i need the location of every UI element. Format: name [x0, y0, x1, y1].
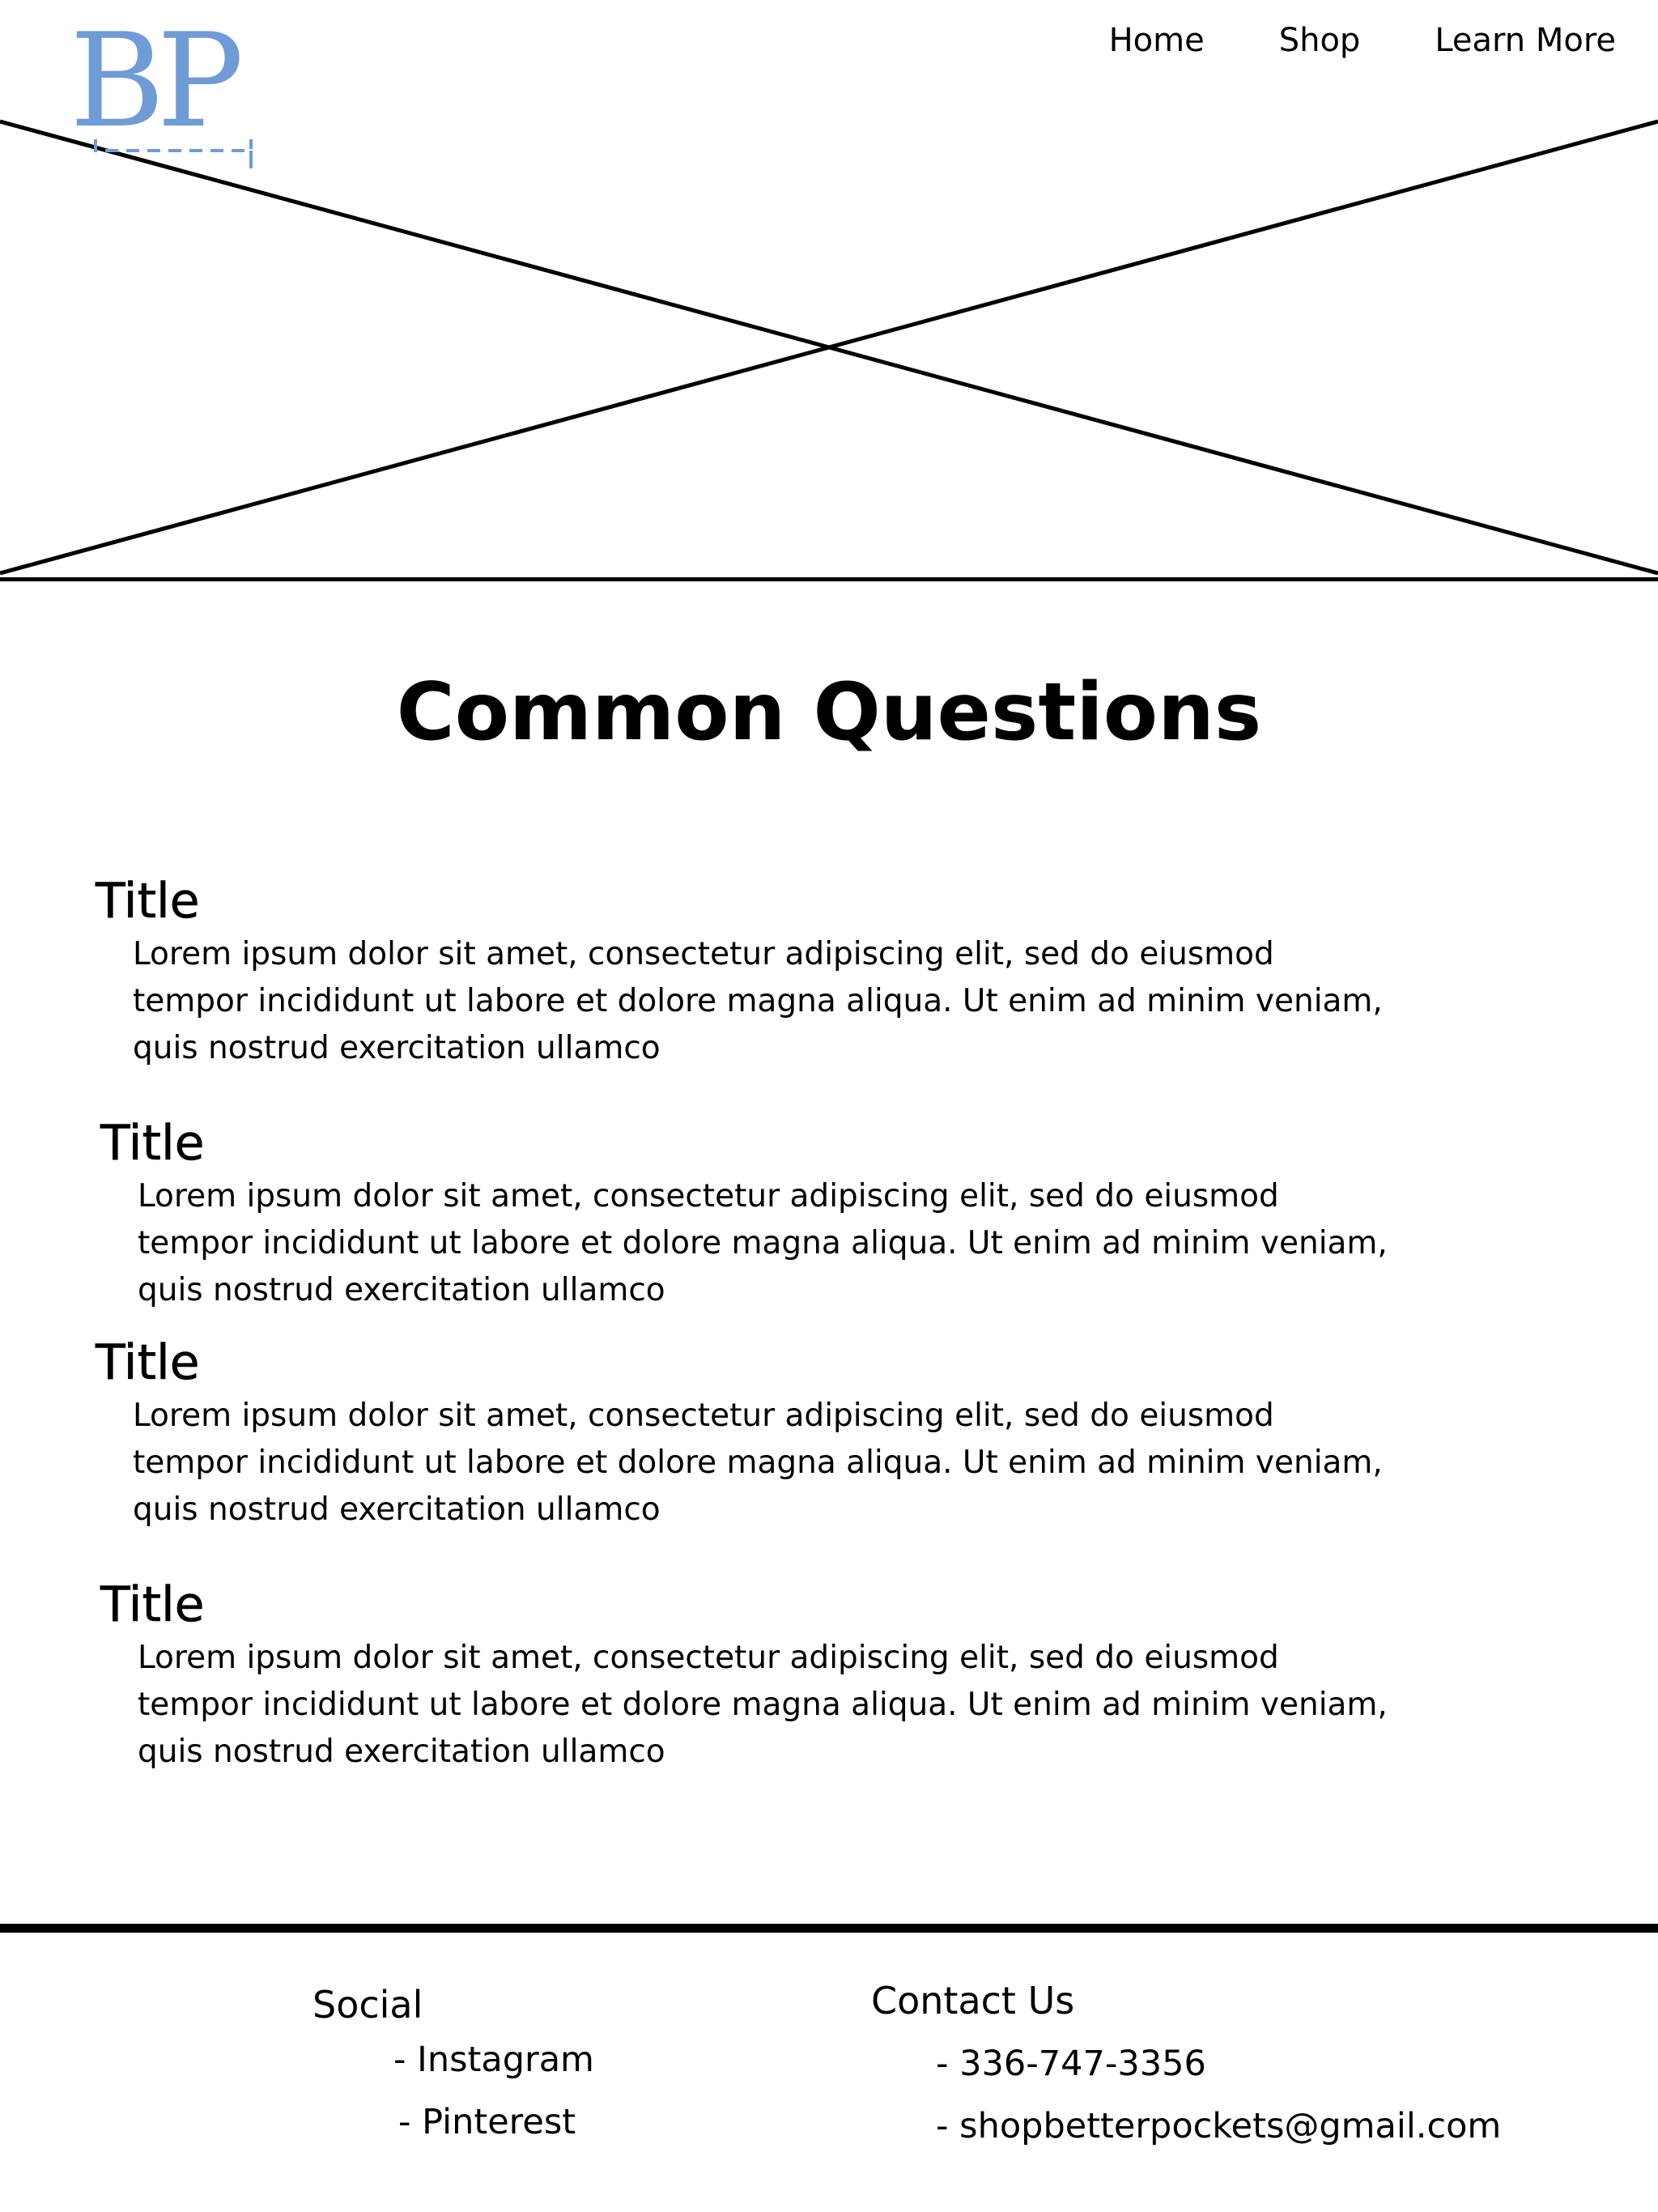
faq-title: Title [96, 1334, 200, 1392]
main-nav: Home Shop Learn More [1109, 18, 1616, 63]
faq-body: Lorem ipsum dolor sit amet, consectetur … [138, 1178, 1388, 1308]
nav-shop-link[interactable]: Shop [1278, 22, 1361, 59]
brand-logo[interactable]: BP [70, 5, 264, 168]
image-placeholder-x-icon [0, 119, 1658, 576]
nav-home-link[interactable]: Home [1108, 22, 1205, 59]
nav-learn-more-link[interactable]: Learn More [1435, 22, 1616, 59]
hero-divider [0, 577, 1658, 581]
faq-body: Lorem ipsum dolor sit amet, consectetur … [133, 1397, 1383, 1528]
faq-title: Title [96, 873, 200, 930]
phone-link[interactable]: - 336-747-3356 [936, 2044, 1206, 2084]
hero-banner: BP Home Shop Learn More [0, 0, 1658, 583]
faq-body: Lorem ipsum dolor sit amet, consectetur … [138, 1640, 1388, 1770]
faq-item: Title Lorem ipsum dolor sit amet, consec… [100, 1576, 1388, 1776]
faq-title: Title [100, 1115, 205, 1172]
faq-item: Title Lorem ipsum dolor sit amet, consec… [96, 873, 1383, 1072]
instagram-link[interactable]: - Instagram [393, 2040, 594, 2080]
faq-title: Title [100, 1576, 205, 1634]
page-title: Common Questions [396, 666, 1262, 759]
faq-item: Title Lorem ipsum dolor sit amet, consec… [96, 1334, 1383, 1534]
pinterest-link[interactable]: - Pinterest [398, 2102, 576, 2142]
email-link[interactable]: - shopbetterpockets@gmail.com [936, 2106, 1502, 2146]
faq-body: Lorem ipsum dolor sit amet, consectetur … [133, 936, 1383, 1066]
footer-social-heading: Social [312, 1983, 423, 2027]
logo-wordmark: BP [70, 5, 244, 156]
faq-item: Title Lorem ipsum dolor sit amet, consec… [100, 1115, 1388, 1314]
footer-divider [0, 1924, 1658, 1933]
footer-contact-heading: Contact Us [871, 1979, 1075, 2023]
pocket-outline-icon [94, 139, 253, 168]
